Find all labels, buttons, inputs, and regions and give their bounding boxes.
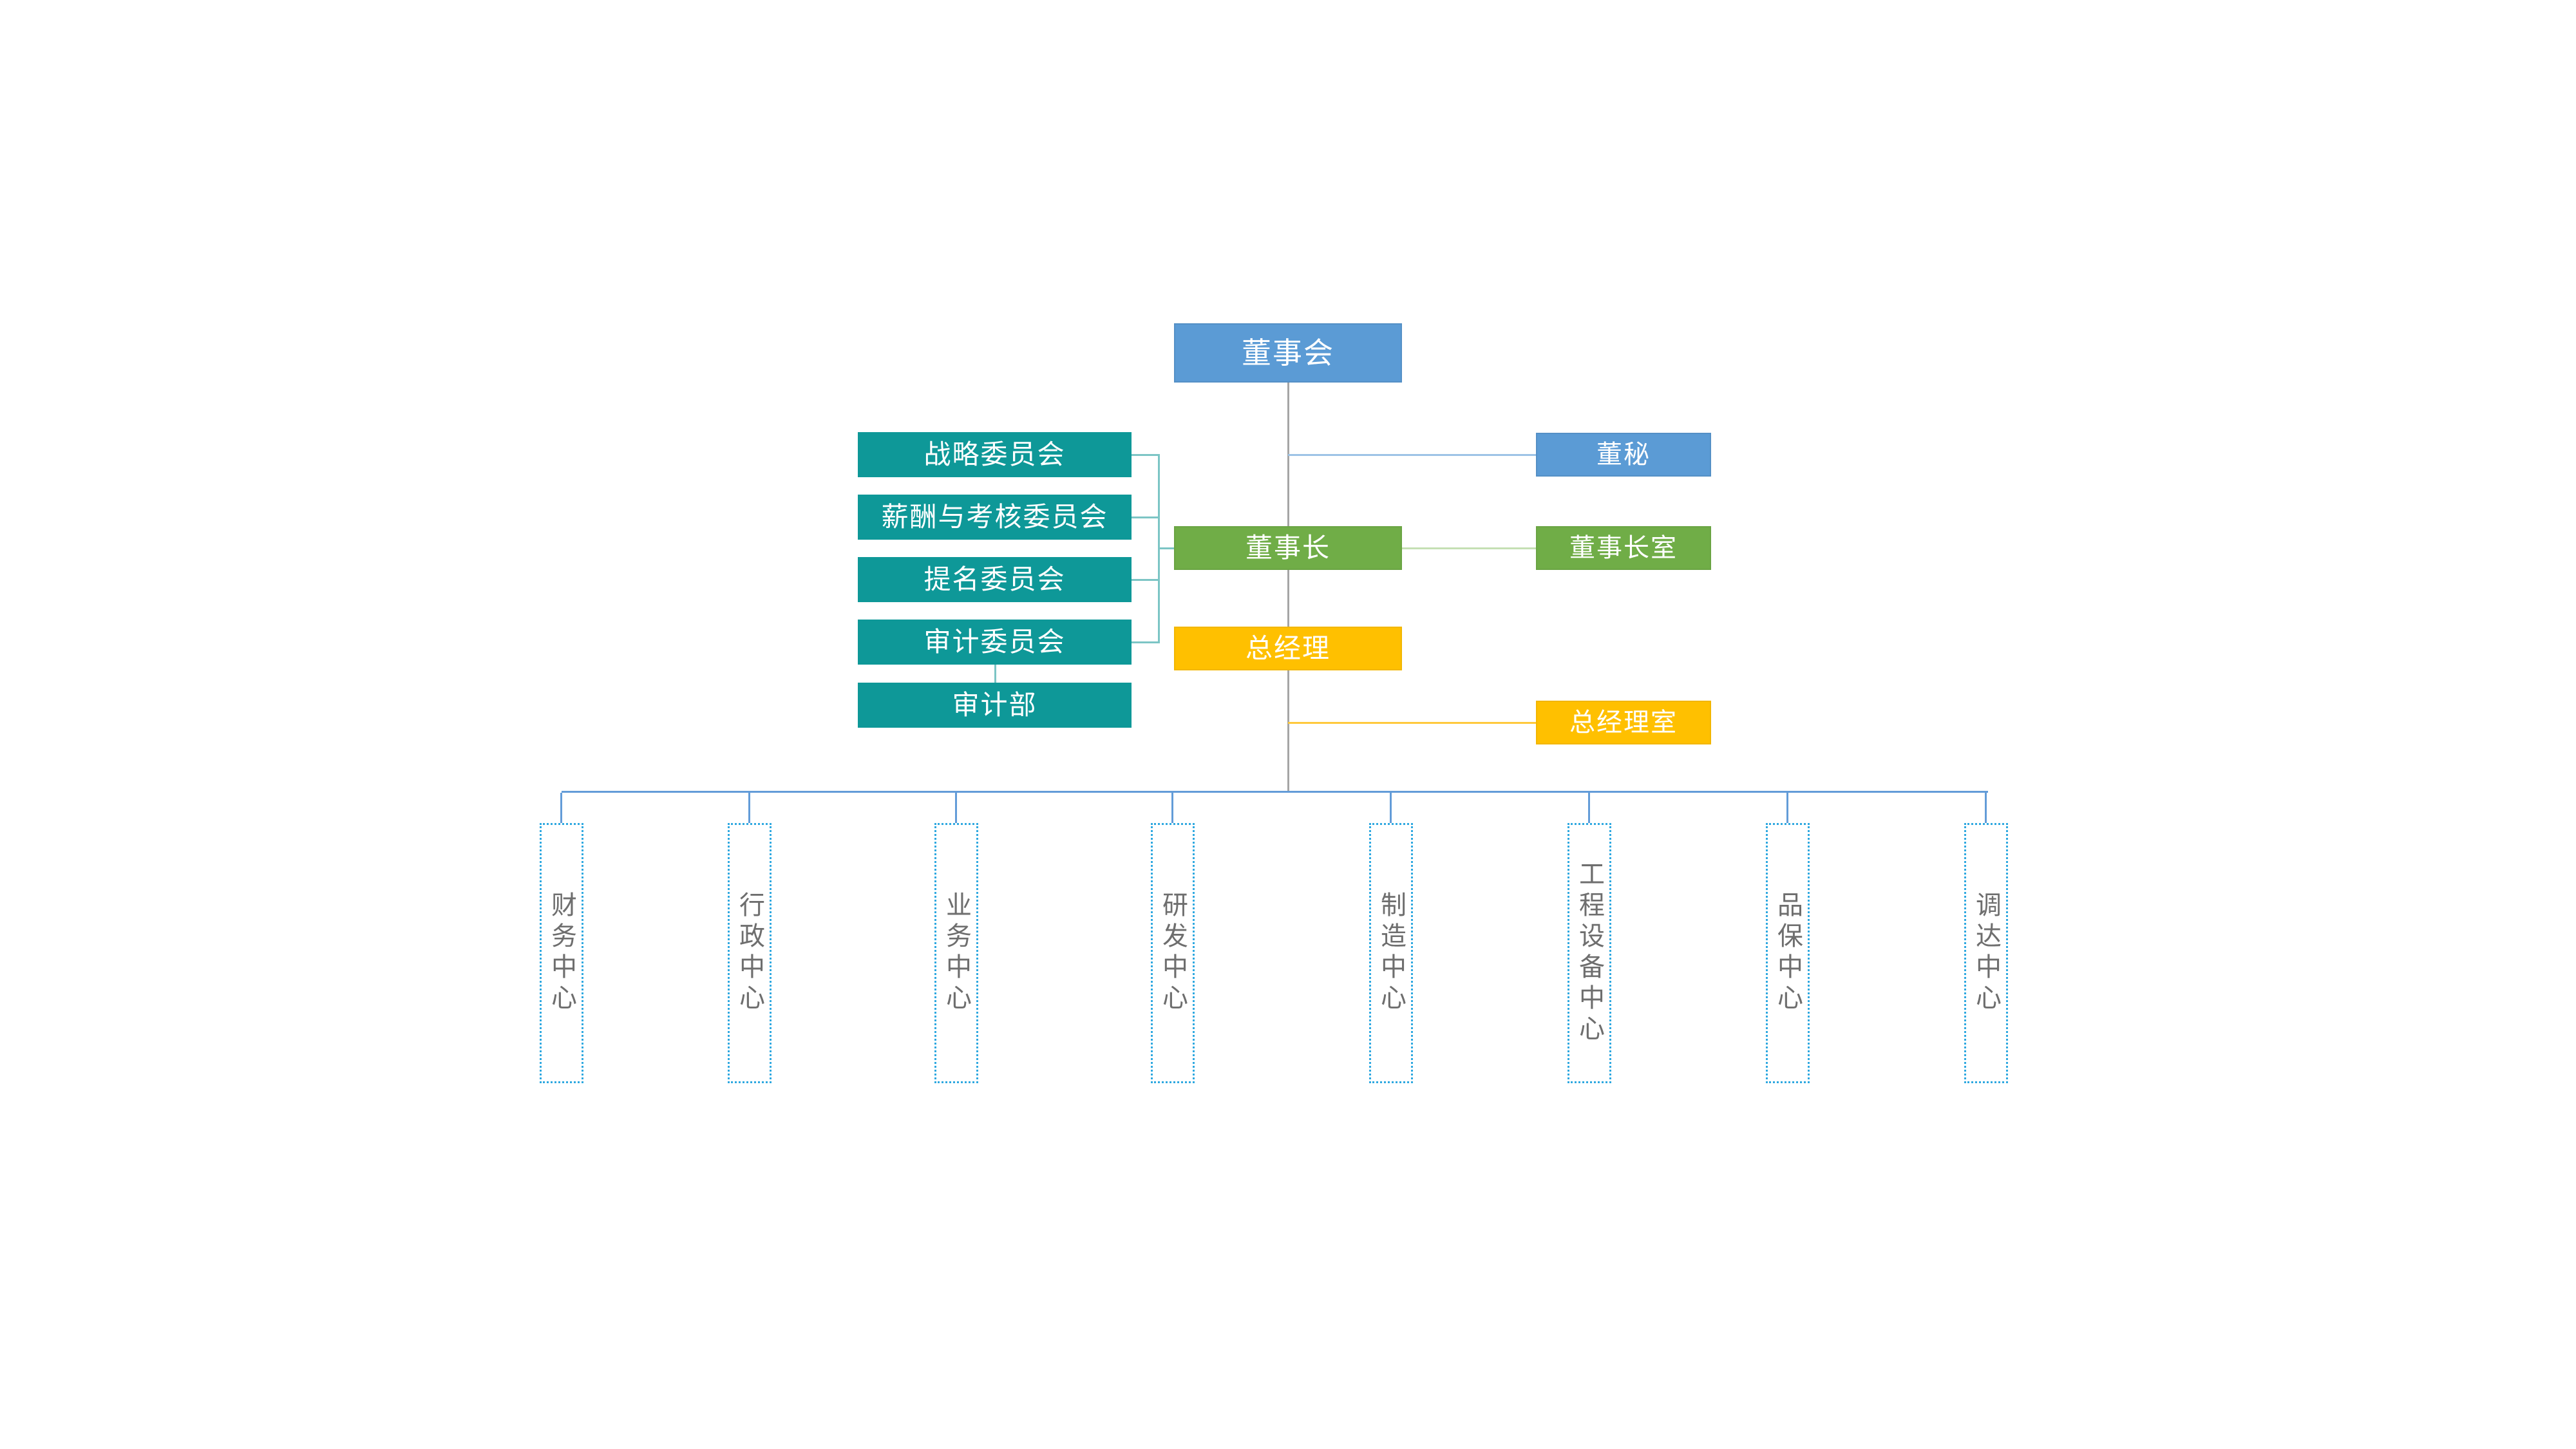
connector-board-secretary xyxy=(1288,454,1536,456)
connector-center-drop xyxy=(560,793,562,823)
connector-center-drop xyxy=(955,793,957,823)
connector-gm-office xyxy=(1288,722,1536,724)
connector-center-drop xyxy=(1171,793,1173,823)
connector-audit-committee-to-audit-dept xyxy=(994,665,996,683)
node-audit-committee[interactable]: 审计委员会 xyxy=(858,620,1132,665)
node-board-secretary[interactable]: 董秘 xyxy=(1536,433,1711,477)
node-manufacturing-center[interactable]: 制造中心 xyxy=(1369,823,1413,1083)
connector-center-drop xyxy=(1588,793,1590,823)
node-quality-assurance-center[interactable]: 品保中心 xyxy=(1766,823,1810,1083)
connector-committee-stub xyxy=(1132,579,1159,581)
node-audit-department[interactable]: 审计部 xyxy=(858,683,1132,728)
node-compensation-assessment-committee[interactable]: 薪酬与考核委员会 xyxy=(858,495,1132,540)
connector-bus-to-chairman xyxy=(1159,547,1175,549)
node-business-center[interactable]: 业务中心 xyxy=(934,823,978,1083)
connector-committee-stub xyxy=(1132,516,1159,518)
node-chairman[interactable]: 董事长 xyxy=(1174,526,1402,570)
connector-center-drop xyxy=(1985,793,1987,823)
node-nomination-committee[interactable]: 提名委员会 xyxy=(858,557,1132,602)
connector-chairman-office xyxy=(1402,547,1536,549)
connector-center-drop xyxy=(748,793,750,823)
connector-committee-stub xyxy=(1132,454,1159,456)
node-chairman-office[interactable]: 董事长室 xyxy=(1536,526,1711,570)
connector-centers-rail xyxy=(562,791,1988,793)
node-engineering-equipment-center[interactable]: 工程设备中心 xyxy=(1567,823,1611,1083)
node-administration-center[interactable]: 行政中心 xyxy=(728,823,772,1083)
node-board-of-directors[interactable]: 董事会 xyxy=(1174,323,1402,383)
node-procurement-center[interactable]: 调达中心 xyxy=(1964,823,2008,1083)
connector-center-drop xyxy=(1786,793,1788,823)
node-rnd-center[interactable]: 研发中心 xyxy=(1151,823,1195,1083)
connector-gm-to-rail xyxy=(1287,670,1289,791)
node-finance-center[interactable]: 财务中心 xyxy=(540,823,583,1083)
connector-chairman-to-gm xyxy=(1287,570,1289,627)
connector-committee-stub xyxy=(1132,641,1159,643)
connector-center-drop xyxy=(1390,793,1392,823)
node-general-manager[interactable]: 总经理 xyxy=(1174,627,1402,670)
node-strategy-committee[interactable]: 战略委员会 xyxy=(858,432,1132,477)
node-general-manager-office[interactable]: 总经理室 xyxy=(1536,701,1711,744)
